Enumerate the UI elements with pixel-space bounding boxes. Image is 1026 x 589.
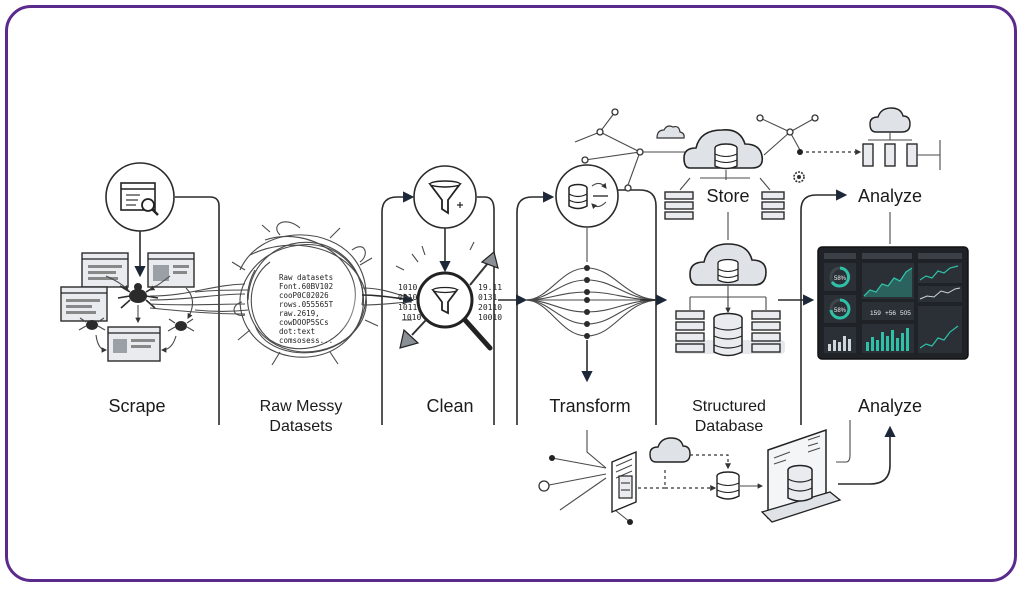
server-icon <box>675 310 705 353</box>
transform-stage: Transform <box>524 164 668 416</box>
server-document-icon <box>611 450 637 514</box>
svg-text:19.11: 19.11 <box>478 283 502 292</box>
svg-text:raw.2619,: raw.2619, <box>279 309 320 318</box>
scrape-stage: Scrape <box>60 162 249 416</box>
browser-search-icon <box>120 182 159 216</box>
spider-icon <box>78 317 106 331</box>
cloud-icon <box>869 107 911 133</box>
structured-label-line2: Database <box>695 418 764 435</box>
server-icon <box>862 143 918 167</box>
server-icon <box>751 310 781 353</box>
structured-label-line1: Structured <box>692 398 766 415</box>
svg-text:Raw datasets: Raw datasets <box>279 273 333 282</box>
cloud-icon <box>689 243 767 286</box>
database-sync-icon <box>568 182 608 210</box>
store-stage: Store Structured Database <box>574 108 862 435</box>
svg-text:0010: 0010 <box>398 293 417 302</box>
dashboard-icon: 58% 58% 159 +56 505 <box>817 246 969 360</box>
gauge-value-1: 58% <box>834 276 847 282</box>
svg-text:0131: 0131 <box>478 293 497 302</box>
broom-icon <box>469 250 499 286</box>
analyze-stage: Analyze 58% 58% <box>817 107 969 360</box>
svg-text:rows.055565T: rows.055565T <box>279 300 334 309</box>
binary-left: 1010 0010 1011 1010 <box>398 283 421 322</box>
stat-2: +56 <box>885 310 896 317</box>
raw-label-line1: Raw Messy <box>260 398 343 415</box>
scrape-label: Scrape <box>108 396 165 416</box>
funnel-icon <box>428 180 463 215</box>
network-nodes <box>574 108 690 192</box>
svg-text:dot:text: dot:text <box>279 327 315 336</box>
broom-icon <box>399 319 427 349</box>
raw-label-line2: Datasets <box>269 418 332 435</box>
transform-fan <box>524 265 661 339</box>
svg-text:cooP0C02026: cooP0C02026 <box>279 291 329 300</box>
svg-text:1010: 1010 <box>398 283 417 292</box>
svg-text:Font.60BV102: Font.60BV102 <box>279 282 333 291</box>
analyze-bottom-label: Analyze <box>858 396 922 416</box>
binary-right: 19.11 0131 20110 10010 <box>478 283 502 322</box>
monitor-icon <box>760 428 842 523</box>
transform-label: Transform <box>549 396 630 416</box>
stat-3: 505 <box>900 310 911 317</box>
cloud-icon <box>656 125 685 139</box>
svg-text:cowDOOP5SCs: cowDOOP5SCs <box>279 318 329 327</box>
stat-1: 159 <box>870 310 881 317</box>
database-icon <box>713 312 743 357</box>
store-label: Store <box>706 186 749 206</box>
gear-icon <box>793 171 805 183</box>
raw-datasets-stage: Raw datasets Font.60BV102 cooP0C02026 ro… <box>231 221 415 435</box>
raw-text-block: Raw datasets Font.60BV102 cooP0C02026 ro… <box>279 273 334 345</box>
web-page-windows <box>60 252 195 362</box>
server-icon <box>761 191 785 220</box>
analyze-top-label: Analyze <box>858 186 922 206</box>
database-icon <box>716 471 740 500</box>
bottom-flow: Analyze <box>538 396 922 525</box>
svg-text:1010: 1010 <box>402 313 421 322</box>
server-icon <box>664 191 694 220</box>
svg-text:1011: 1011 <box>398 303 417 312</box>
svg-text:10010: 10010 <box>478 313 502 322</box>
gauge-value-2: 58% <box>834 308 847 314</box>
clean-stage: 1010 0010 1011 1010 19.11 0131 20110 100… <box>395 165 528 416</box>
cloud-icon <box>649 437 691 463</box>
cloud-icon <box>683 128 764 170</box>
data-streams <box>149 283 249 315</box>
svg-text:20110: 20110 <box>478 303 502 312</box>
magnified-funnel-icon <box>431 286 459 315</box>
clean-label: Clean <box>426 396 473 416</box>
tangled-data-cloud <box>231 221 379 366</box>
stage-separators <box>175 189 848 425</box>
svg-text:comsosess...: comsosess... <box>279 336 333 345</box>
spider-icon <box>167 318 195 332</box>
